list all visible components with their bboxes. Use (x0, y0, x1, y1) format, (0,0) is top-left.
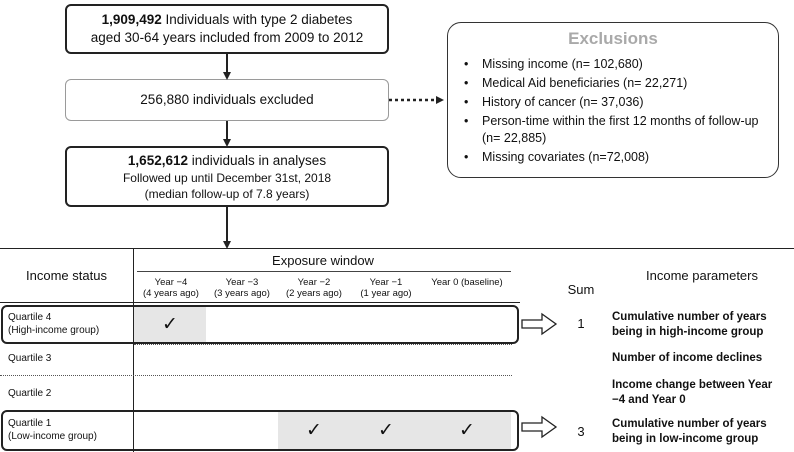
year-header-minus-2: Year −2(2 years ago) (286, 277, 342, 299)
analysis-count: 1,652,612 (127, 152, 188, 168)
included-count: 1,909,492 (101, 12, 162, 27)
q4-row-frame (1, 305, 519, 344)
year-header-0: Year 0 (baseline) (431, 277, 503, 288)
param-income-declines: Number of income declines (612, 352, 763, 364)
q1-label: Quartile 1(Low-income group) (8, 418, 97, 442)
q1-check-year-0: ✓ (459, 419, 475, 441)
flow-arrows (223, 54, 444, 249)
q4-label: Quartile 4(High-income group) (8, 312, 100, 336)
q1-check-year-minus-1: ✓ (378, 419, 394, 441)
q3-label: Quartile 3 (8, 353, 52, 364)
exposure-header-rule (137, 271, 511, 272)
q2-label: Quartile 2 (8, 388, 52, 399)
exclusion-item: Medical Aid beneficiaries (n= 22,271) (462, 75, 768, 92)
q1-row-frame (1, 410, 519, 451)
exclusion-item: Person-time within the first 12 months o… (462, 113, 768, 147)
param-high-income-years: Cumulative number of years being in high… (612, 311, 767, 338)
follow-up-text: Followed up until December 31st, 2018 (122, 170, 332, 185)
year-header-minus-1: Year −1(1 year ago) (360, 277, 412, 299)
median-follow-up-text: (median follow-up of 7.8 years) (144, 186, 310, 201)
q1-shaded-years (278, 412, 511, 449)
excluded-text: 256,880 individuals excluded (140, 92, 314, 107)
table-top-rule (0, 248, 794, 249)
exclusions-box: Exclusions Missing income (n= 102,680) M… (447, 22, 779, 178)
included-text-2: aged 30-64 years included from 2009 to 2… (90, 30, 364, 45)
included-box: 1,909,492 Individuals with type 2 diabet… (65, 4, 389, 54)
exclusion-item: Missing income (n= 102,680) (462, 56, 768, 73)
income-parameters-header: Income parameters (646, 268, 758, 283)
q4-check-year-minus-4: ✓ (162, 313, 178, 335)
header-bottom-rule (0, 302, 520, 303)
exclusion-item: Missing covariates (n=72,008) (462, 149, 768, 166)
q1-sum: 3 (577, 424, 585, 439)
sum-arrows (521, 312, 558, 439)
analysis-box: 1,652,612 individuals in analyses Follow… (65, 146, 389, 207)
year-header-minus-4: Year −4(4 years ago) (143, 277, 199, 299)
q4-shaded-year-minus-4 (134, 306, 206, 343)
year-header-minus-3: Year −3(3 years ago) (214, 277, 270, 299)
q1-check-year-minus-2: ✓ (306, 419, 322, 441)
analysis-text: individuals in analyses (187, 152, 327, 168)
exposure-window-header: Exposure window (272, 253, 374, 268)
q4-sum: 1 (577, 316, 585, 331)
exclusion-item: History of cancer (n= 37,036) (462, 94, 768, 111)
income-status-header: Income status (26, 268, 107, 283)
exclusions-list: Missing income (n= 102,680) Medical Aid … (462, 56, 768, 168)
param-income-change: Income change between Year −4 and Year 0 (612, 379, 773, 406)
exclusions-title: Exclusions (568, 29, 658, 48)
q2-top-rule (0, 375, 512, 376)
status-column-divider (133, 248, 134, 452)
sum-header: Sum (567, 282, 595, 297)
q4-sum-arrow-icon (521, 312, 558, 336)
param-low-income-years: Cumulative number of years being in low-… (612, 418, 767, 445)
q1-sum-arrow-icon (521, 415, 558, 439)
included-text: Individuals with type 2 diabetes (161, 12, 353, 27)
q3-top-rule (134, 344, 512, 345)
